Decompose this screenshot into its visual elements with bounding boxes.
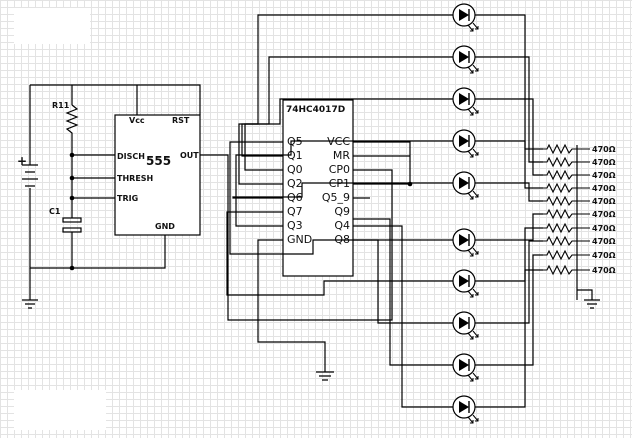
rc-junction-wires <box>69 152 115 271</box>
led-7 <box>442 269 486 298</box>
blank-area-bottom-left <box>14 390 106 430</box>
led-6 <box>442 228 486 257</box>
resistor-ground-rail <box>576 145 600 309</box>
counter-pin-cp0: CP0 <box>329 163 350 176</box>
timer-pin-vcc: Vcc <box>129 116 145 125</box>
resistor-value-label: 470Ω <box>592 251 616 260</box>
power-rail-wires <box>29 84 201 300</box>
counter-pin-q0: Q0 <box>287 163 303 176</box>
resistor-value-label: 470Ω <box>592 266 616 275</box>
resistor-10: 470Ω <box>543 264 616 276</box>
resistor-4: 470Ω <box>543 182 616 194</box>
counter-pin-q4: Q4 <box>334 219 350 232</box>
resistor-5: 470Ω <box>543 195 616 207</box>
timer-pin-disch: DISCH <box>117 152 145 161</box>
resistor-7: 470Ω <box>543 222 616 234</box>
resistor-9: 470Ω <box>543 249 616 261</box>
resistor-array: 470Ω 470Ω 470Ω 470Ω 470Ω 470Ω 470Ω 470Ω 470Ω 470Ω <box>543 143 616 276</box>
battery: + <box>17 154 38 187</box>
timer-title: 555 <box>146 154 171 168</box>
counter-pin-q7: Q7 <box>287 205 303 218</box>
resistor-value-label: 470Ω <box>592 197 616 206</box>
led-2 <box>442 45 486 74</box>
resistor-value-label: 470Ω <box>592 158 616 167</box>
c1-label: C1 <box>49 207 61 216</box>
led-8 <box>442 311 486 340</box>
timer-pin-thresh: THRESH <box>117 174 153 183</box>
timer-555: Vcc RST DISCH THRESH TRIG OUT GND 555 <box>114 114 201 236</box>
counter-4017: 74HC4017D Q5 Q1 Q0 Q2 Q6 Q7 Q3 GND VCC M… <box>282 99 354 277</box>
resistor-value-label: 470Ω <box>592 171 616 180</box>
r11-label: R11 <box>52 101 70 110</box>
led-9 <box>442 353 486 382</box>
counter-pin-q3: Q3 <box>287 219 303 232</box>
counter-support-wires <box>200 141 413 381</box>
counter-pin-q2: Q2 <box>287 177 303 190</box>
counter-pin-q5-9: Q5_9 <box>322 191 350 204</box>
resistor-2: 470Ω <box>543 156 616 168</box>
led-5 <box>442 171 486 200</box>
led-array <box>442 3 486 424</box>
timer-pin-trig: TRIG <box>117 194 138 203</box>
led-10 <box>442 395 486 424</box>
resistor-1: 470Ω <box>543 143 616 155</box>
resistor-value-label: 470Ω <box>592 224 616 233</box>
resistor-value-label: 470Ω <box>592 184 616 193</box>
counter-pin-mr: MR <box>333 149 350 162</box>
capacitor-c1: C1 <box>49 207 82 233</box>
timer-pin-out: OUT <box>180 151 199 160</box>
resistor-3: 470Ω <box>543 169 616 181</box>
led-3 <box>442 87 486 116</box>
counter-pin-q9: Q9 <box>334 205 350 218</box>
counter-part-label: 74HC4017D <box>286 105 345 115</box>
led-1 <box>442 3 486 32</box>
battery-plus-label: + <box>17 154 27 168</box>
resistor-value-label: 470Ω <box>592 145 616 154</box>
ground-symbol-left <box>22 299 38 309</box>
resistor-value-label: 470Ω <box>592 210 616 219</box>
led-4 <box>442 129 486 158</box>
timer-pin-rst: RST <box>172 116 190 125</box>
resistor-8: 470Ω <box>543 235 616 247</box>
counter-pin-gnd: GND <box>287 233 312 246</box>
led-wires <box>226 14 543 408</box>
resistor-value-label: 470Ω <box>592 237 616 246</box>
resistor-r11: R11 <box>52 101 79 155</box>
timer-pin-gnd: GND <box>155 222 175 231</box>
resistor-6: 470Ω <box>543 208 616 220</box>
blank-area-top-left <box>14 8 90 44</box>
